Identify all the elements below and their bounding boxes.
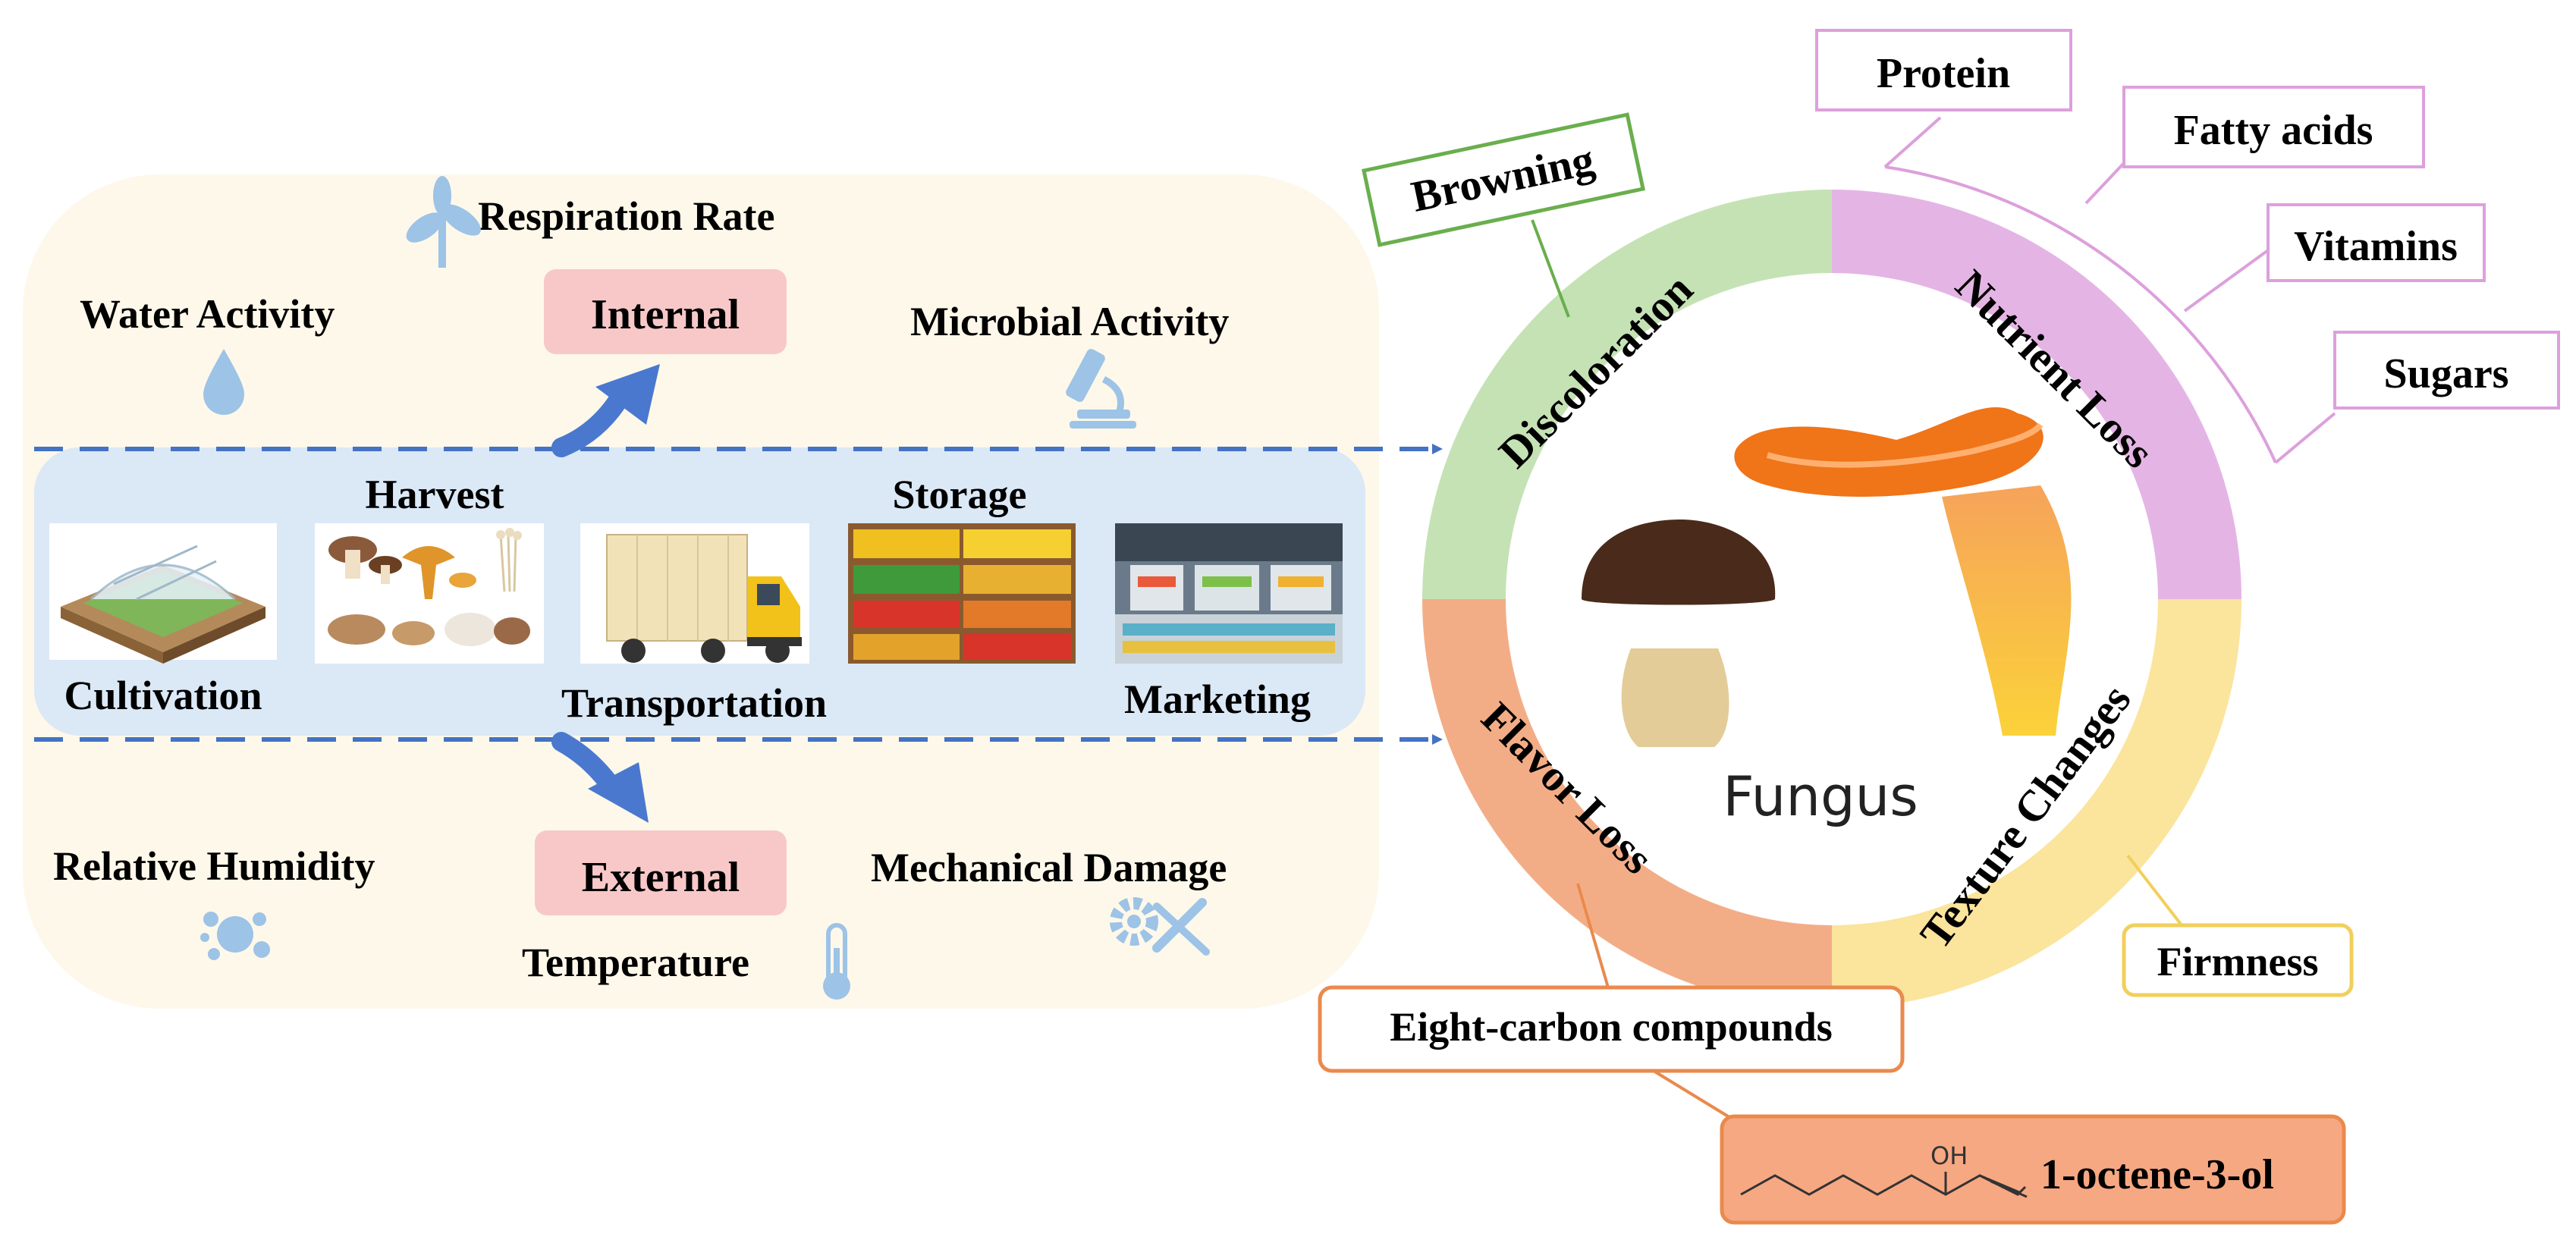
protein-connector [1883,116,1942,168]
sugars-connector [2274,412,2336,464]
truck-illustration [580,523,809,664]
octenol-structure-drawing [1740,1172,2028,1198]
firmness-box [2122,923,2354,997]
fatty-acids-connector [2084,162,2125,205]
firmness-label: Firmness [2157,939,2319,984]
external-label: External [582,854,740,901]
fungus-label: Fungus [1723,764,1918,828]
greenhouse-illustration [49,523,277,664]
vitamins-box [2267,203,2486,282]
octenol-label: 1-octene-3-ol [2040,1151,2274,1198]
temperature-label: Temperature [522,940,749,985]
marketing-label: Marketing [1124,677,1311,722]
sugars-box [2333,331,2560,410]
fatty-acids-label: Fatty acids [2174,107,2373,154]
eight-carbon-box [1318,985,1905,1073]
protein-box [1815,29,2072,111]
fungus-ring [1422,190,2241,1009]
water-drop-icon [203,349,244,415]
relative-humidity-label: Relative Humidity [53,843,375,889]
microbial-activity-label: Microbial Activity [910,299,1229,344]
texture-changes-segment [1832,599,2241,1009]
vitamins-label: Vitamins [2294,223,2458,270]
cultivation-label: Cultivation [64,673,262,718]
plant-sprout-icon [406,176,481,268]
harvest-label: Harvest [366,472,504,517]
eight-carbon-connector-bottom [1652,1069,1737,1122]
water-activity-label: Water Activity [80,291,335,337]
fatty-acids-box [2122,86,2425,168]
internal-arrow [551,364,660,457]
browning-connector [1531,219,1570,318]
gear-wrench-icon [1110,897,1210,956]
octenol-oh-label: OH [1930,1141,1968,1170]
fungus-mushrooms-illustration [1582,407,2072,747]
eight-carbon-label: Eight-carbon compounds [1390,1004,1833,1050]
discoloration-segment [1422,190,1832,599]
external-arrow [551,732,649,823]
microscope-icon [1066,349,1136,429]
nutrient-loss-segment [1832,190,2241,599]
supermarket-illustration [1115,523,1343,664]
transportation-label: Transportation [561,680,827,726]
internal-label: Internal [591,291,740,338]
protein-label: Protein [1877,50,2010,97]
flavor-loss-segment [1422,599,1832,1009]
produce-shelves-illustration [848,523,1076,664]
nutrient-bracket-arc [1884,165,2277,463]
storage-label: Storage [893,472,1027,517]
sugars-label: Sugars [2384,350,2509,397]
mechanical-damage-label: Mechanical Damage [871,845,1227,890]
internal-box [544,269,787,354]
octenol-box [1720,1114,2346,1225]
thermometer-icon [823,923,850,1000]
external-box [535,830,787,915]
browning-callout: Browning [1362,112,1645,247]
mushroom-varieties-illustration [315,523,544,664]
eight-carbon-connector-top [1576,883,1610,988]
vitamins-connector [2183,249,2270,312]
firmness-connector [2126,854,2186,931]
splash-icon [200,912,270,960]
respiration-rate-label: Respiration Rate [478,193,774,239]
